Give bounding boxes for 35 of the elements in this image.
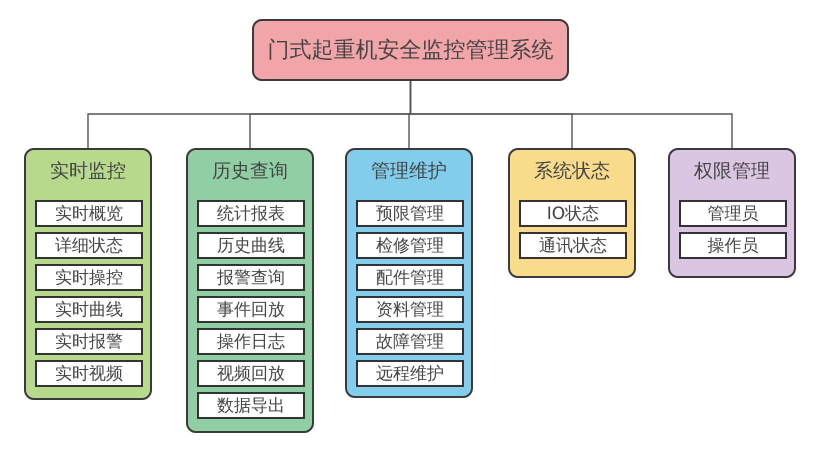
system-title-block: 门式起重机安全监控管理系统 bbox=[252, 19, 569, 81]
module-panel bbox=[508, 148, 636, 278]
function-item: 预限管理 bbox=[356, 200, 464, 227]
function-item: 历史曲线 bbox=[197, 232, 305, 259]
function-item: 视频回放 bbox=[197, 360, 305, 387]
function-item: 实时视频 bbox=[35, 360, 143, 387]
function-item: 检修管理 bbox=[356, 232, 464, 259]
module-panel bbox=[186, 148, 314, 433]
function-item: 实时概览 bbox=[35, 200, 143, 227]
module-panel bbox=[345, 148, 473, 398]
function-item: 实时操控 bbox=[35, 264, 143, 291]
function-item: 远程维护 bbox=[356, 360, 464, 387]
module-panel bbox=[668, 148, 796, 278]
function-item: 统计报表 bbox=[197, 200, 305, 227]
module-heading: 系统状态 bbox=[533, 159, 611, 184]
function-item: 故障管理 bbox=[356, 328, 464, 355]
function-item: 事件回放 bbox=[197, 296, 305, 323]
function-item: 配件管理 bbox=[356, 264, 464, 291]
function-item: 操作员 bbox=[679, 232, 787, 259]
module-heading: 权限管理 bbox=[693, 159, 771, 184]
function-item: 资料管理 bbox=[356, 296, 464, 323]
module-heading: 管理维护 bbox=[370, 159, 448, 184]
function-item: IO状态 bbox=[519, 200, 627, 227]
module-heading: 实时监控 bbox=[49, 159, 127, 184]
function-item: 详细状态 bbox=[35, 232, 143, 259]
function-item: 管理员 bbox=[679, 200, 787, 227]
module-panel bbox=[24, 148, 152, 400]
function-item: 报警查询 bbox=[197, 264, 305, 291]
function-item: 实时曲线 bbox=[35, 296, 143, 323]
module-heading: 历史查询 bbox=[211, 159, 289, 184]
connector-line bbox=[410, 81, 733, 148]
function-item: 实时报警 bbox=[35, 328, 143, 355]
function-item: 数据导出 bbox=[197, 392, 305, 419]
function-item: 操作日志 bbox=[197, 328, 305, 355]
function-item: 通讯状态 bbox=[519, 232, 627, 259]
